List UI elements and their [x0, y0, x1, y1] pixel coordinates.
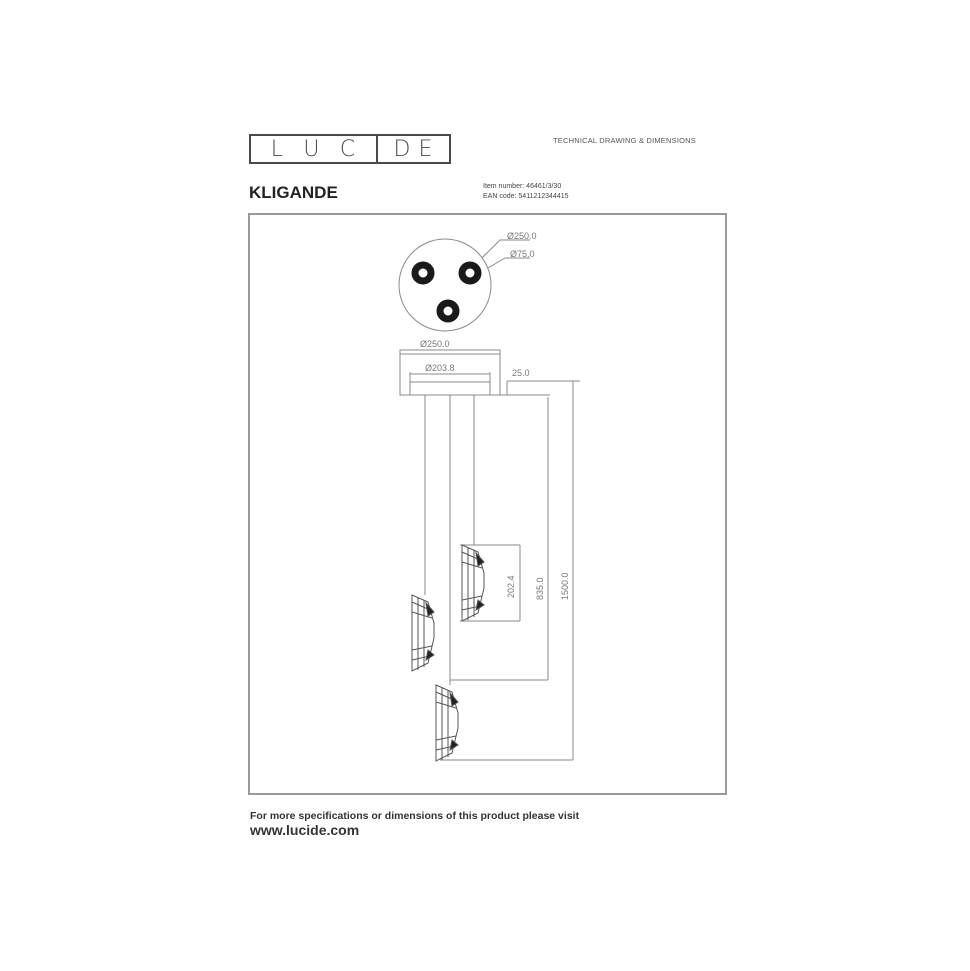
- shade-2: [411, 594, 435, 672]
- product-meta: Item number: 46461/3/30 EAN code: 541121…: [483, 182, 569, 202]
- dim-spot: Ø75.0: [510, 249, 535, 259]
- logo-letter: E: [418, 136, 434, 162]
- drawing-frame: [248, 213, 727, 795]
- spot-ring-icon: [458, 261, 482, 285]
- dim-canopy-outer: Ø250.0: [420, 339, 450, 349]
- spot-ring-icon: [411, 261, 435, 285]
- shade-3: [435, 684, 459, 762]
- dim-max-drop: 1500.0: [560, 572, 570, 600]
- spot-rings: [411, 261, 482, 323]
- dim-shade-height: 202.4: [506, 575, 516, 598]
- dim-canopy-height: 25.0: [512, 368, 530, 378]
- dim-mid-drop: 835.0: [535, 577, 545, 600]
- lucide-logo: L U C D E: [249, 134, 451, 164]
- logo-right-part: D E: [378, 137, 449, 162]
- ean-code: EAN code: 5411212344415: [483, 193, 569, 200]
- logo-letter: C: [339, 136, 357, 162]
- spot-ring-icon: [436, 299, 460, 323]
- leader-line: [481, 239, 530, 259]
- logo-letter: D: [393, 136, 412, 162]
- shade-1: [461, 544, 485, 622]
- product-name: KLIGANDE: [249, 183, 338, 202]
- top-view-disc: [398, 238, 492, 332]
- leader-line: [487, 257, 530, 269]
- website-link[interactable]: www.lucide.com: [250, 822, 360, 838]
- logo-letter: L: [270, 136, 284, 162]
- logo-left-part: L U C: [251, 136, 378, 162]
- logo-letter: U: [303, 136, 321, 162]
- dim-canopy-inner: Ø203.8: [425, 363, 455, 373]
- dim-top-outer: Ø250.0: [507, 231, 537, 241]
- item-number: Item number: 46461/3/30: [483, 183, 562, 190]
- footer-note: For more specifications or dimensions of…: [250, 810, 580, 822]
- document-type-label: TECHNICAL DRAWING & DIMENSIONS: [553, 136, 696, 145]
